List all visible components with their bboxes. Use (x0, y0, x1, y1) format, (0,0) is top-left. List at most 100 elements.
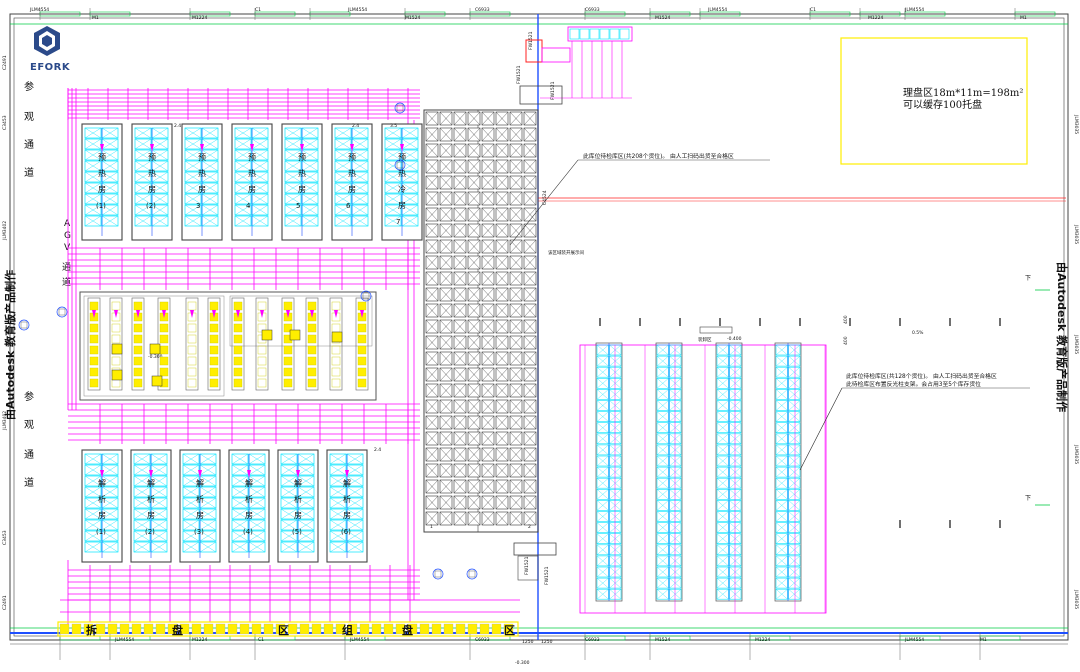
arrow-icon (200, 144, 204, 152)
sorting-area-line1: 理盘区18m*11m=198m² (903, 86, 1023, 99)
pallet-square (89, 345, 99, 355)
rack-cell (596, 588, 609, 600)
room-char: 热 (298, 168, 306, 178)
rack-brace (509, 223, 523, 238)
rack-brace (351, 160, 369, 172)
rack-brace (656, 566, 669, 578)
rack-frame (255, 297, 269, 391)
rack-brace (439, 351, 453, 366)
rack-brace (251, 160, 269, 172)
room-char: 房 (245, 510, 253, 520)
rack-cell (234, 182, 252, 194)
rack-brace (425, 223, 439, 238)
right-label: JLM3035 (1073, 444, 1079, 464)
rack-brace (184, 193, 202, 205)
rack-brace (453, 303, 467, 318)
rack-brace (509, 479, 523, 494)
rack-brace (656, 533, 669, 544)
rack-brace (439, 255, 453, 270)
rack-brace (523, 207, 537, 222)
dimension-label: 2.4 (374, 447, 381, 453)
pallet-square (395, 623, 406, 635)
channel-char: 道 (24, 476, 34, 489)
rack-brace (425, 255, 439, 270)
rack-cell (788, 477, 801, 489)
rack-brace (716, 466, 729, 478)
room-number: (2) (146, 202, 156, 210)
arrow-icon (198, 470, 202, 478)
rack-brace (596, 544, 609, 555)
rack-cell (716, 555, 729, 567)
rack-brace (184, 160, 202, 172)
rack-cell (134, 127, 152, 139)
rack-brace (467, 431, 481, 446)
bottom-wall-openings (59, 632, 1021, 660)
rack-brace (384, 171, 402, 183)
pallet-square (107, 623, 118, 635)
pallet-square (187, 334, 197, 344)
rack-brace (775, 577, 788, 589)
bottom-label: M1224 (192, 637, 207, 643)
rack-brace (523, 495, 537, 510)
rack-brace (184, 215, 202, 227)
rack-cell (384, 182, 402, 194)
rack-cell (656, 355, 669, 367)
room-char: 热 (198, 168, 206, 178)
rack-brace (716, 367, 729, 378)
rack-brace (234, 138, 252, 150)
rack-cell (788, 344, 801, 356)
rack-brace (788, 533, 801, 544)
rack-brace (133, 486, 151, 498)
rack-brace (280, 464, 298, 476)
rack-cell (596, 477, 609, 489)
rack-brace (481, 335, 495, 350)
device-icon (396, 104, 404, 112)
pallet-square (187, 367, 197, 377)
rack-brace (84, 138, 102, 150)
rack-brace (788, 466, 801, 478)
conveyor-network (60, 88, 520, 624)
rack-brace (467, 495, 481, 510)
rack-brace (134, 138, 152, 150)
rack-cell (133, 453, 151, 465)
rack-brace (150, 486, 168, 498)
rack-brace (453, 367, 467, 382)
arrow-icon (236, 310, 240, 318)
room-char: 热 (248, 168, 256, 178)
pallet-square (143, 623, 154, 635)
rack-cell (716, 344, 729, 356)
room-number: (2) (145, 528, 155, 536)
rack-cell (596, 577, 609, 589)
rack-brace (184, 149, 202, 161)
rack-cell (182, 530, 200, 542)
pallet-square (233, 356, 243, 366)
rack-brace (231, 453, 249, 465)
room-dimension-labels: 2.4 2.4 3.5 2.4 (174, 123, 397, 453)
rack-brace (523, 351, 537, 366)
rack-cell (788, 544, 801, 556)
rack-brace (439, 303, 453, 318)
rack-brace (788, 400, 801, 411)
rack-frame (87, 297, 101, 391)
rack-brace (775, 555, 788, 567)
rack-brace (788, 433, 801, 444)
column-mark: 1 (430, 524, 433, 530)
rack-brace (425, 143, 439, 158)
pallet-square (257, 345, 267, 355)
rack-brace (248, 475, 266, 487)
small-tag: FW1521 (544, 566, 550, 585)
rack-brace (716, 444, 729, 456)
thaw-rooms: 解析房(1)解析房(2)解析房(3)解析房(4)解析房(5)解析房(6) (81, 449, 368, 563)
rack-brace (439, 175, 453, 190)
rack-brace (84, 204, 102, 216)
rack-brace (716, 400, 729, 411)
rack-brace (401, 160, 419, 172)
pallet-square (233, 301, 243, 311)
rack-brace (101, 486, 119, 498)
pallet-square (155, 623, 166, 635)
top-label: M1 (1020, 15, 1027, 21)
rack-brace (509, 511, 523, 526)
rack-brace (334, 127, 352, 139)
rack-brace (523, 383, 537, 398)
rack-cell (716, 366, 729, 378)
